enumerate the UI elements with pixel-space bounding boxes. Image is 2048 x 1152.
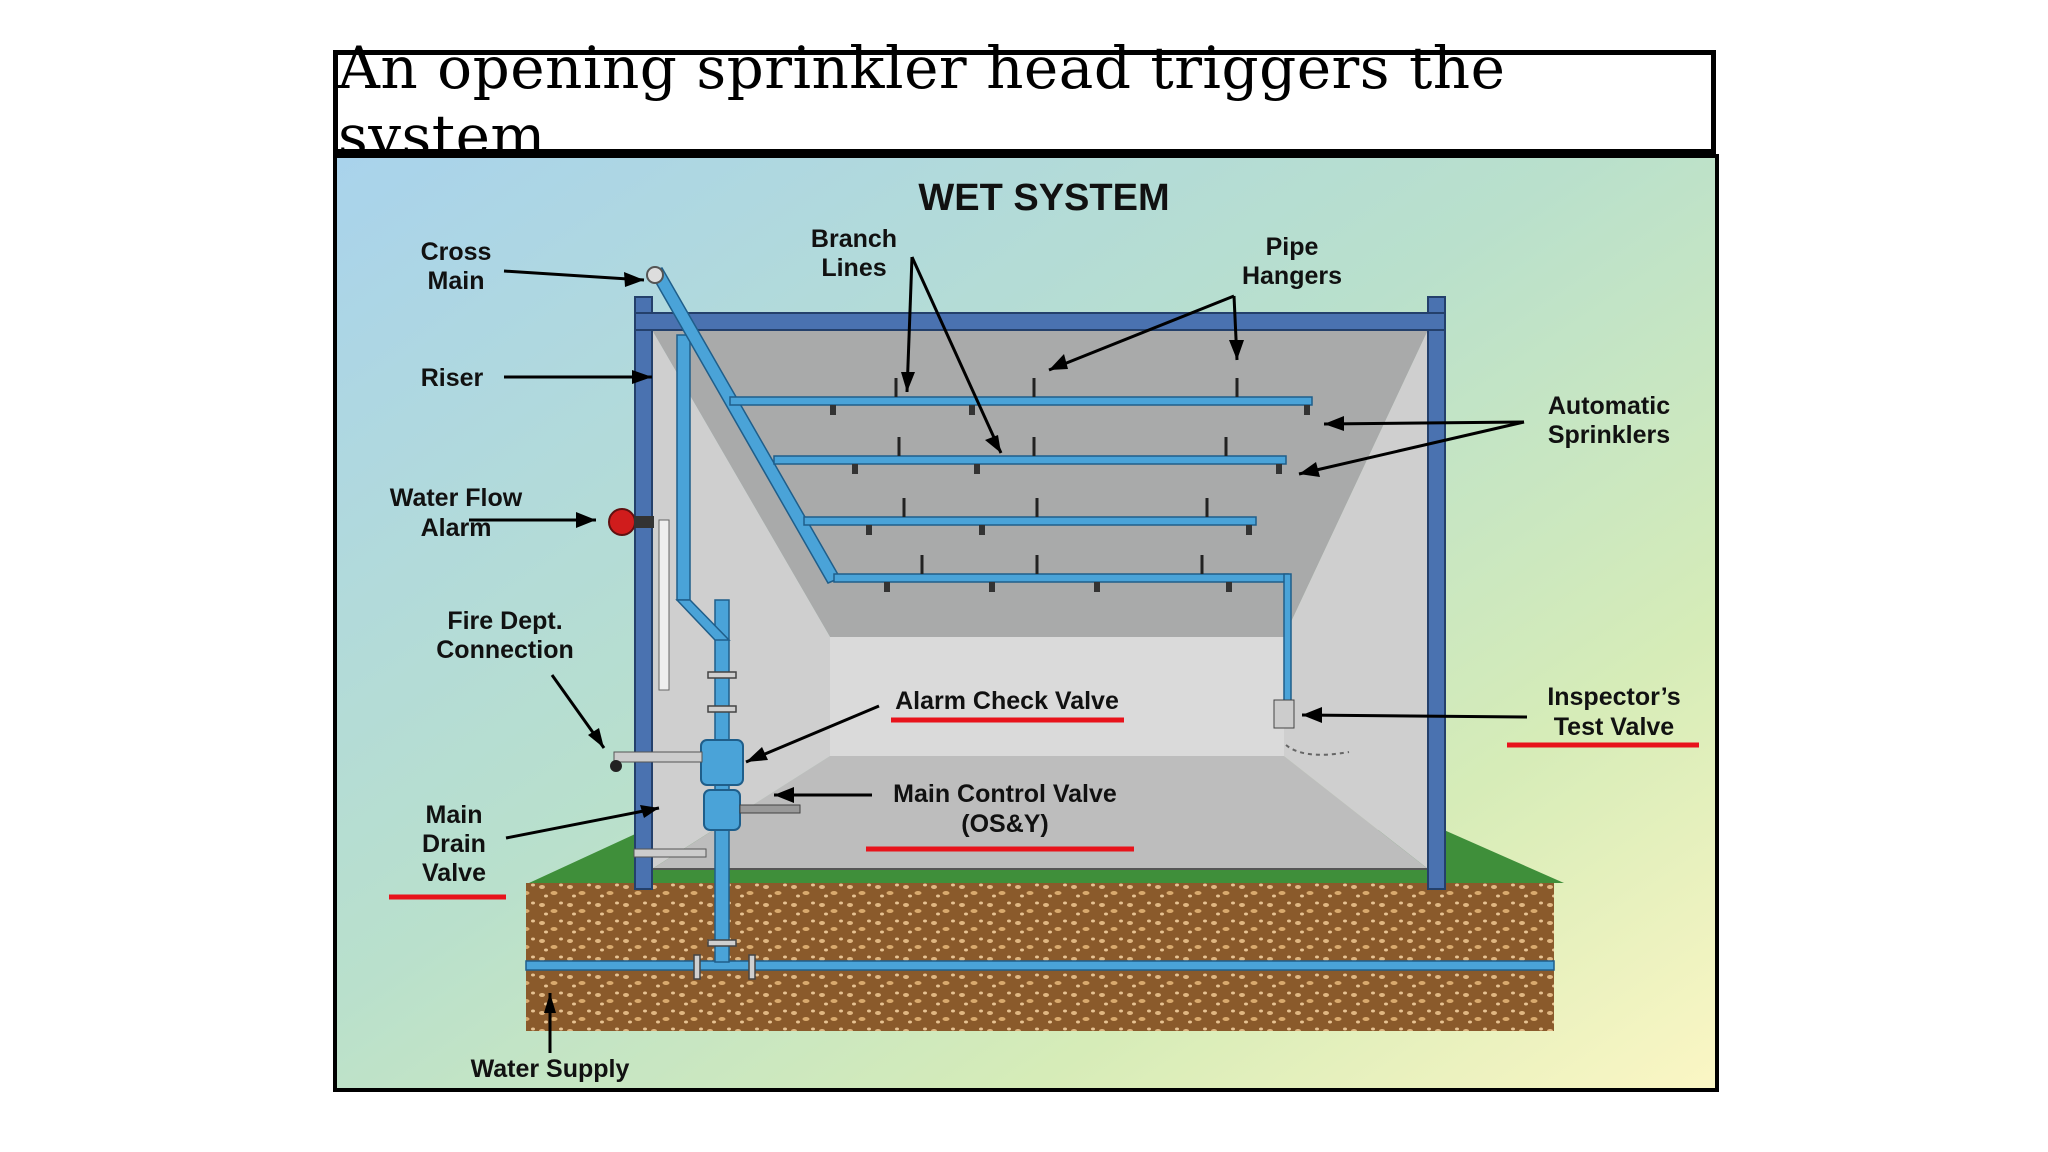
- slide-title-box: An opening sprinkler head triggers the s…: [333, 34, 1716, 170]
- floor-plane: [652, 756, 1428, 869]
- label-cross-main-line1: Cross: [421, 238, 492, 266]
- label-branch-lines-line1: Branch: [811, 225, 897, 253]
- alarm-line-pipe: [658, 519, 670, 691]
- diagram-heading: WET SYSTEM: [918, 177, 1169, 219]
- ceiling-plane: [652, 330, 1428, 637]
- sprinkler-head: [969, 405, 975, 415]
- sprinkler-head: [1226, 582, 1232, 592]
- label-water-supply: Water Supply: [471, 1055, 630, 1083]
- label-alarm-check-valve: Alarm Check Valve: [895, 687, 1119, 715]
- sprinkler-head: [852, 464, 858, 474]
- label-cross-main-line2: Main: [428, 267, 485, 295]
- label-main-drain-valve-line1: Main: [426, 801, 483, 829]
- slide-title: An opening sprinkler head triggers the s…: [338, 34, 1506, 170]
- label-riser: Riser: [421, 364, 484, 392]
- branch-line: [773, 455, 1287, 465]
- sprinkler-head: [1276, 464, 1282, 474]
- sprinkler-head: [1246, 525, 1252, 535]
- branch-line: [729, 396, 1313, 406]
- right-wall-plane: [1284, 330, 1428, 869]
- water-flow-alarm-mount: [634, 516, 654, 528]
- label-water-flow-alarm-line2: Alarm: [421, 514, 492, 542]
- branch-line: [803, 516, 1257, 526]
- label-inspectors-test-valve-line2: Test Valve: [1554, 713, 1675, 741]
- label-fire-dept-connection-line2: Connection: [436, 636, 574, 664]
- label-automatic-sprinklers-line2: Sprinklers: [1548, 421, 1670, 449]
- roof: [634, 312, 1446, 331]
- label-water-flow-alarm-line1: Water Flow: [390, 484, 523, 512]
- fire-dept-connection-pipe: [613, 751, 703, 763]
- riser-flanges: [693, 671, 756, 980]
- arrowheads: [544, 272, 1344, 1013]
- sprinkler-head: [866, 525, 872, 535]
- cross-main-cap: [646, 266, 664, 284]
- water-flow-alarm-bell: [608, 508, 636, 536]
- label-main-drain-valve-line3: Valve: [422, 859, 486, 887]
- ground-soil: [526, 883, 1554, 1031]
- wet-system-diagram: WET SYSTEM Cross Main Riser Water Flow A…: [333, 154, 1719, 1092]
- label-inspectors-test-valve-line1: Inspector’s: [1547, 683, 1680, 711]
- sprinkler-head: [1094, 582, 1100, 592]
- test-discharge: [1285, 744, 1350, 756]
- main-drain-pipe: [633, 848, 707, 858]
- label-main-control-valve-line2: (OS&Y): [961, 810, 1049, 838]
- sprinkler-head: [830, 405, 836, 415]
- back-wall: [830, 637, 1284, 756]
- branch-line: [833, 573, 1289, 583]
- alarm-check-valve-body: [700, 739, 744, 786]
- label-pipe-hangers-line1: Pipe: [1266, 233, 1319, 261]
- red-underlines: [389, 717, 1699, 900]
- water-supply-main: [525, 960, 1555, 971]
- pipe-hangers: [894, 378, 1239, 574]
- sprinkler-head: [974, 464, 980, 474]
- inspectors-test-valve-body: [1273, 699, 1295, 729]
- label-main-drain-valve-line2: Drain: [422, 830, 486, 858]
- sprinkler-head: [989, 582, 995, 592]
- os-y-stem: [739, 804, 801, 814]
- left-wall-plane: [652, 330, 830, 869]
- sprinkler-head: [884, 582, 890, 592]
- fdc-inlet: [610, 760, 622, 772]
- sprinkler-head: [1304, 405, 1310, 415]
- sprinkler-heads: [830, 405, 1310, 592]
- label-fire-dept-connection-line1: Fire Dept.: [447, 607, 562, 635]
- left-wall: [634, 296, 653, 890]
- right-wall: [1427, 296, 1446, 890]
- label-main-control-valve-line1: Main Control Valve: [893, 780, 1117, 808]
- label-pipe-hangers-line2: Hangers: [1242, 262, 1342, 290]
- label-automatic-sprinklers-line1: Automatic: [1548, 392, 1670, 420]
- main-control-valve-body: [703, 789, 741, 831]
- diagram-svg: WET SYSTEM Cross Main Riser Water Flow A…: [337, 158, 1715, 1088]
- sprinkler-head: [979, 525, 985, 535]
- label-branch-lines-line2: Lines: [821, 254, 886, 282]
